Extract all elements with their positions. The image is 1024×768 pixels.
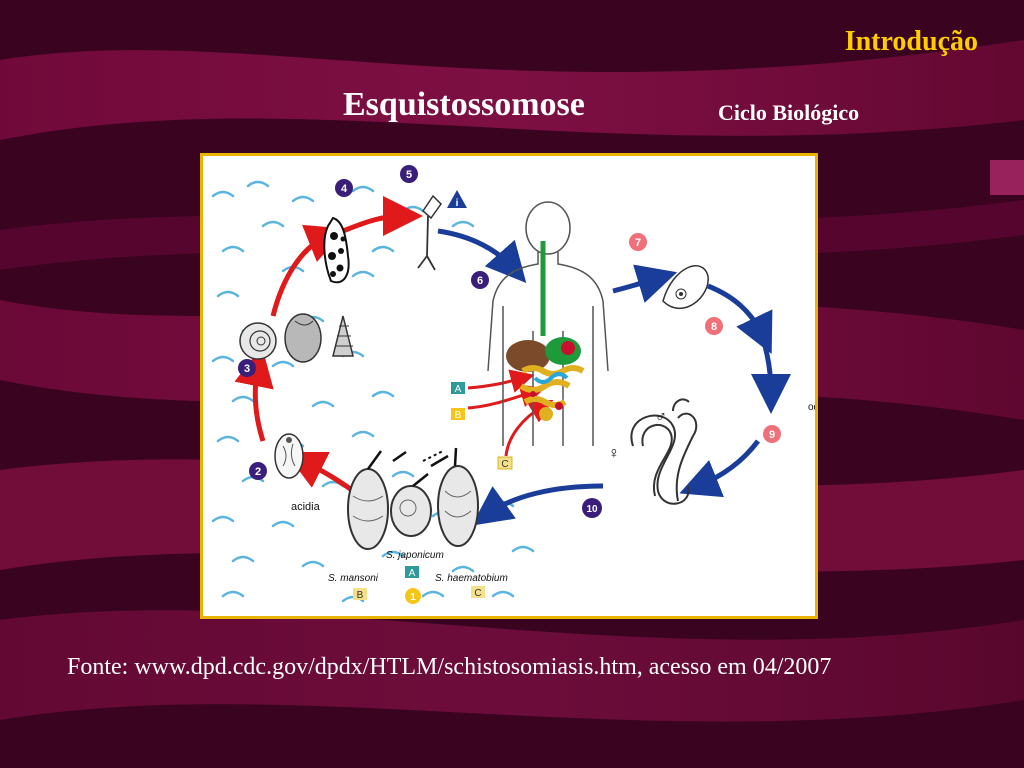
svg-text:B: B <box>357 590 364 601</box>
schistosomulum-figure <box>662 265 709 309</box>
label-haematobium: S. haematobium <box>435 573 508 584</box>
route-marker-a: A <box>451 382 465 395</box>
arrow-2-to-3 <box>234 346 274 442</box>
life-cycle-figure: 4 5 6 3 2 7 8 9 <box>200 153 818 619</box>
svg-text:2: 2 <box>255 466 261 478</box>
svg-text:6: 6 <box>477 275 483 287</box>
svg-text:9: 9 <box>769 429 775 441</box>
svg-text:5: 5 <box>406 169 412 181</box>
svg-text:3: 3 <box>244 363 250 375</box>
arrow-3-to-4 <box>270 224 347 317</box>
arrow-route-b <box>467 383 545 410</box>
arrow-1-to-2 <box>285 452 355 494</box>
svg-text:C: C <box>501 459 508 470</box>
snail-shells <box>239 313 354 363</box>
slide-title: Esquistossomose <box>343 86 585 123</box>
step-badge-9: 9 <box>763 425 781 443</box>
sporocyst-figure <box>323 216 350 284</box>
svg-text:A: A <box>455 384 462 395</box>
male-symbol: ♂ <box>655 409 667 426</box>
step-badge-10: 10 <box>582 498 602 518</box>
arrow-8-to-9 <box>750 345 791 414</box>
step-badge-5: 5 <box>400 165 418 183</box>
arrow-route-c <box>504 399 554 457</box>
human-host-figure <box>487 201 609 446</box>
label-mansoni: S. mansoni <box>328 573 379 584</box>
egg-marker-c: C <box>471 586 485 599</box>
label-fragment-left: acidia <box>291 501 321 513</box>
label-fragment-right: od <box>808 402 815 413</box>
svg-text:8: 8 <box>711 321 717 333</box>
arrow-9-to-10 <box>679 439 760 498</box>
step-badge-1: 1 <box>405 588 421 604</box>
slide-subtitle: Ciclo Biológico <box>718 100 860 125</box>
female-symbol: ♀ <box>608 445 620 462</box>
arrow-4-to-5 <box>342 196 423 237</box>
svg-text:7: 7 <box>635 237 641 249</box>
cercaria-figure <box>417 194 442 271</box>
svg-text:10: 10 <box>586 504 598 515</box>
adult-worms-figure <box>630 398 698 505</box>
arrow-6-to-7 <box>612 264 678 303</box>
step-badge-6: 6 <box>471 271 489 289</box>
route-marker-b: B <box>451 408 465 421</box>
step-badge-4: 4 <box>335 179 353 197</box>
svg-text:4: 4 <box>341 183 348 195</box>
arrow-10-to-1 <box>471 483 604 526</box>
info-triangle-icon: i <box>447 190 467 209</box>
route-marker-c: C <box>497 456 513 470</box>
step-badge-7: 7 <box>629 233 647 251</box>
egg-marker-a: A <box>405 566 419 579</box>
step-badge-3: 3 <box>238 359 256 377</box>
source-caption: Fonte: www.dpd.cdc.gov/dpdx/HTLM/schisto… <box>67 654 832 680</box>
svg-text:i: i <box>456 198 459 209</box>
arrow-route-a <box>467 369 535 393</box>
label-japonicum: S. japonicum <box>386 550 444 561</box>
svg-text:B: B <box>455 410 462 421</box>
section-title: Introdução <box>844 26 978 57</box>
step-badge-2: 2 <box>249 462 267 480</box>
miracidium-figure <box>274 433 304 479</box>
egg-marker-b: B <box>353 588 367 601</box>
arrow-7-to-8 <box>707 283 773 355</box>
step-badge-8: 8 <box>705 317 723 335</box>
svg-text:C: C <box>474 588 481 599</box>
life-cycle-diagram: 4 5 6 3 2 7 8 9 <box>211 165 815 604</box>
eggs-figure <box>347 447 479 550</box>
arrow-5-to-6 <box>437 228 527 283</box>
svg-text:1: 1 <box>410 592 416 603</box>
svg-text:A: A <box>409 568 416 579</box>
